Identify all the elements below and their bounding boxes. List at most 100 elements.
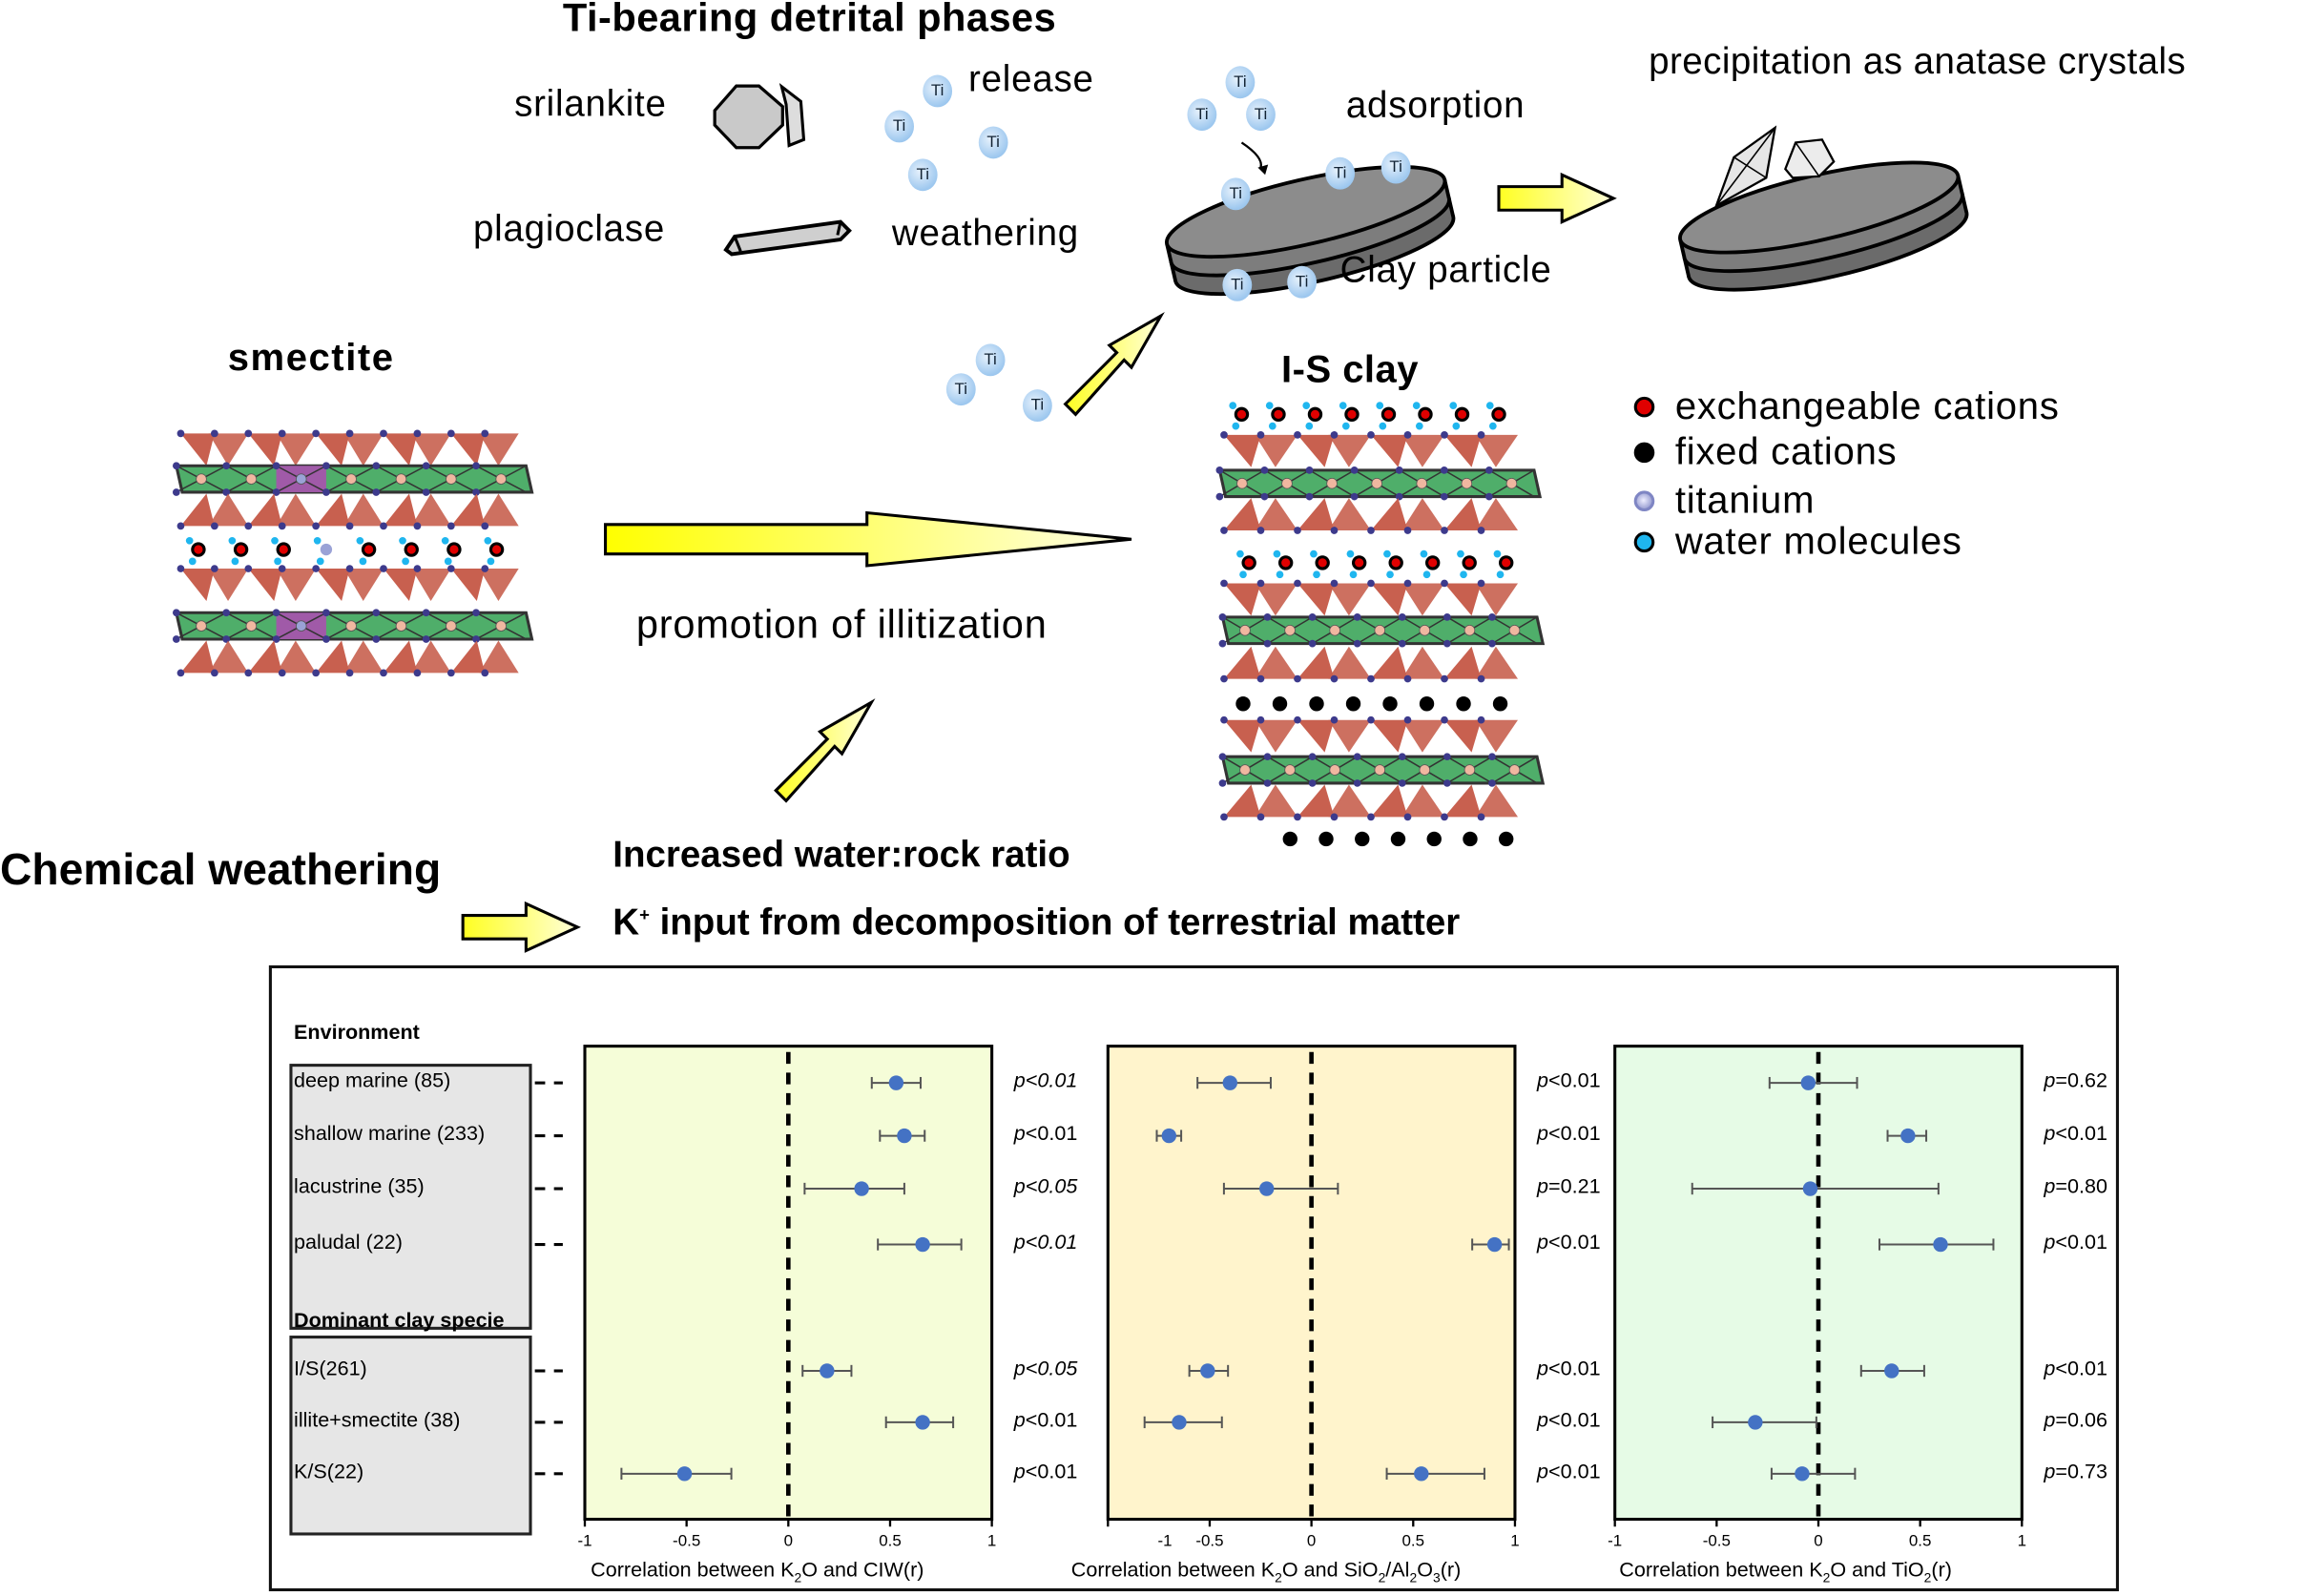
correlation-panel: Environment Dominant clay specie deep ma… <box>268 964 2119 1592</box>
water-molecule <box>1449 402 1458 409</box>
oxygen-atom <box>1294 674 1301 683</box>
tetrahedron <box>411 640 451 674</box>
oxygen-atom <box>1218 639 1227 648</box>
tetrahedron <box>1255 646 1297 679</box>
titanium-ion-icon: Ti <box>907 158 938 192</box>
fixed-cation <box>1282 831 1297 847</box>
label-release: release <box>967 58 1094 100</box>
oxygen-atom <box>1441 431 1448 439</box>
x-tick-label: -1 <box>1157 1532 1173 1550</box>
water-molecule <box>1313 570 1320 579</box>
exchangeable-cation <box>1454 406 1470 423</box>
x-tick-label: -1 <box>1608 1532 1623 1550</box>
oxygen-atom <box>372 462 381 470</box>
cation-atom <box>446 473 457 485</box>
water-molecule <box>356 536 364 545</box>
category-label: illite+smectite (38) <box>294 1407 461 1432</box>
water-molecule <box>1239 570 1247 579</box>
oxygen-atom <box>1488 753 1496 761</box>
tetrahedron <box>1475 784 1519 818</box>
titanium-ion-icon: Ti <box>1022 389 1052 423</box>
oxygen-atom <box>481 565 489 572</box>
cation-atom <box>1505 477 1518 489</box>
oxygen-atom <box>176 565 185 572</box>
fixed-cation <box>1309 696 1324 712</box>
oxygen-atom <box>1477 715 1485 724</box>
oxygen-atom <box>1440 492 1448 501</box>
p-value-label: p<0.01 <box>2044 1356 2108 1380</box>
data-point <box>1800 1075 1816 1090</box>
oxygen-atom <box>176 669 185 677</box>
tetrahedron <box>1401 498 1445 531</box>
water-molecule <box>399 536 406 545</box>
tetrahedron <box>316 569 350 601</box>
oxygen-atom <box>413 429 422 438</box>
fixed-cation <box>1345 696 1361 712</box>
water-molecule <box>1265 402 1274 409</box>
oxygen-atom <box>244 565 253 572</box>
environment-box <box>289 1064 532 1330</box>
oxygen-atom <box>1308 779 1317 787</box>
tetrahedron <box>411 569 451 601</box>
exchangeable-cation <box>1351 555 1367 570</box>
tetrahedron <box>1371 434 1408 467</box>
category-label: deep marine (85) <box>294 1067 451 1092</box>
titanium-ion-icon: Ti <box>884 110 915 143</box>
oxygen-atom <box>1398 639 1406 648</box>
p-value-label: p<0.01 <box>1013 1067 1078 1092</box>
oxygen-atom <box>244 522 253 530</box>
tetrahedron <box>1475 498 1519 531</box>
oxygen-atom <box>312 522 320 530</box>
data-point <box>915 1415 930 1430</box>
cation-atom <box>495 620 507 632</box>
water-molecule <box>484 536 492 545</box>
tetrahedron <box>1444 583 1482 616</box>
exchangeable-cation <box>1241 555 1256 570</box>
tetrahedron <box>276 493 317 527</box>
tetrahedron <box>479 569 519 601</box>
smectite-structure <box>172 429 534 677</box>
tetrahedron <box>1223 498 1261 531</box>
oxygen-atom <box>176 429 185 438</box>
category-label: shallow marine (233) <box>294 1121 486 1145</box>
oxygen-atom <box>1218 613 1227 621</box>
x-tick-label: 1 <box>986 1532 997 1550</box>
oxygen-atom <box>1263 639 1272 648</box>
oxygen-atom <box>1443 639 1451 648</box>
tetrahedron <box>343 493 384 527</box>
exchangeable-cation <box>1388 555 1403 570</box>
title-ti-bearing-phases: Ti-bearing detrital phases <box>562 0 1057 40</box>
oxygen-atom <box>211 565 218 572</box>
exchangeable-cation <box>488 542 505 557</box>
water-molecule <box>231 557 239 566</box>
oxygen-atom <box>1220 579 1228 588</box>
p-value-label: p<0.05 <box>1013 1356 1078 1380</box>
water-molecule <box>359 557 367 566</box>
tetrahedron <box>1401 583 1445 616</box>
p-value-label: p=0.80 <box>2044 1173 2108 1198</box>
oxygen-atom <box>1294 579 1301 588</box>
label-plagioclase: plagioclase <box>472 208 666 250</box>
water-molecule <box>1346 549 1355 558</box>
exchangeable-cation <box>1344 406 1360 423</box>
tetrahedron <box>343 569 384 601</box>
data-point <box>1795 1466 1810 1482</box>
fixed-cation <box>1463 831 1478 847</box>
titanium-ion-icon: Ti <box>945 373 976 406</box>
oxygen-atom <box>1367 431 1375 439</box>
oxygen-atom <box>1443 753 1451 761</box>
cation-atom <box>1461 477 1473 489</box>
oxygen-atom <box>1260 466 1269 474</box>
p-value-label: p<0.01 <box>1537 1121 1601 1145</box>
cation-atom <box>245 473 258 485</box>
oxygen-atom <box>1353 779 1361 787</box>
oxygen-atom <box>1353 639 1361 648</box>
label-precipitation: precipitation as anatase crystals <box>1649 41 2187 83</box>
cyan-dot-icon <box>1633 530 1655 552</box>
titanium-ion-icon: Ti <box>1222 268 1253 301</box>
oxygen-atom <box>172 488 180 496</box>
oxygen-atom <box>1294 813 1301 821</box>
legend-item-titanium: titanium <box>1633 478 1816 524</box>
water-molecule <box>274 557 281 566</box>
data-point <box>1802 1181 1818 1196</box>
